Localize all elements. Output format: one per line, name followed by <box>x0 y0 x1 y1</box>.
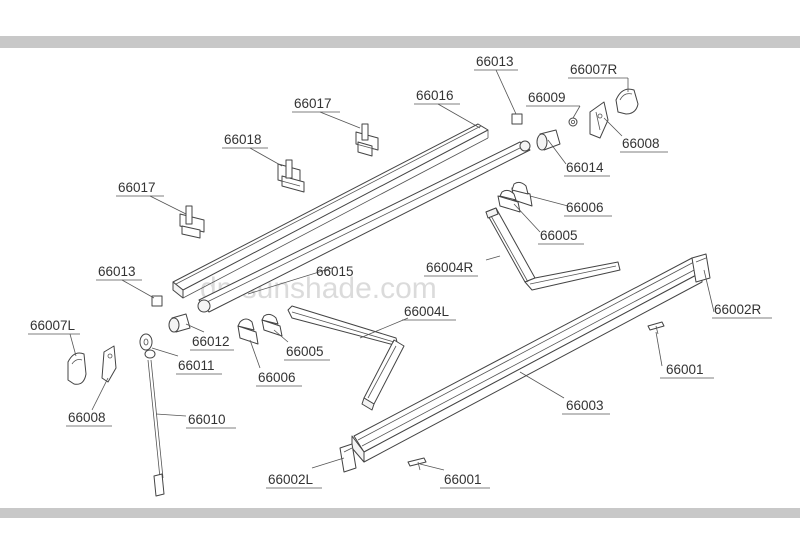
label-66015: 66015 <box>316 264 354 279</box>
part-66017-left-bracket <box>179 205 205 239</box>
label-66013-left: 66013 <box>98 264 136 279</box>
label-66002L: 66002L <box>268 472 314 487</box>
part-66005-mid-clamp <box>261 313 283 337</box>
label-66006-mid: 66006 <box>258 370 296 385</box>
part-66011-gear <box>139 333 156 359</box>
part-66013-left-cap <box>151 295 163 307</box>
part-66016-square-tube <box>172 123 489 299</box>
label-66012: 66012 <box>192 334 230 349</box>
label-66001-bottom: 66001 <box>444 472 482 487</box>
bottom-border-band <box>0 508 800 518</box>
label-66018: 66018 <box>224 132 262 147</box>
part-66007L-cap <box>67 352 87 385</box>
label-66007L: 66007L <box>30 318 76 333</box>
label-66004R: 66004R <box>426 260 474 275</box>
label-66004L: 66004L <box>404 304 450 319</box>
label-66017-left: 66017 <box>118 180 156 195</box>
part-66005-right-clamp <box>497 189 521 213</box>
part-66001-right-clip <box>647 321 665 335</box>
part-66018-bracket <box>277 159 305 193</box>
part-66002L-end-cap <box>339 443 357 473</box>
part-66003-front-profile <box>351 257 703 463</box>
label-66001-right: 66001 <box>666 362 704 377</box>
part-66004L-arm <box>287 305 405 411</box>
label-66008-left: 66008 <box>68 410 106 425</box>
part-66014-cylinder <box>536 129 561 151</box>
part-66010-crank-rod <box>147 359 165 497</box>
label-66007R: 66007R <box>570 62 618 77</box>
label-66014: 66014 <box>566 160 604 175</box>
part-66001-bottom-clip <box>407 457 427 471</box>
label-66005-mid: 66005 <box>286 344 324 359</box>
part-66007R-cap <box>615 88 639 115</box>
label-66003: 66003 <box>566 398 604 413</box>
part-66009-nut <box>568 117 578 127</box>
part-66008-left-bracket <box>101 345 117 383</box>
part-labels: 66013 66007R 66009 66008 66017 66016 660… <box>28 54 772 489</box>
part-66004R-arm <box>485 207 621 291</box>
label-66002R: 66002R <box>714 302 762 317</box>
top-border-band <box>0 36 800 48</box>
label-66013-top: 66013 <box>476 54 514 69</box>
part-66012-cylinder <box>168 313 191 333</box>
label-66017-top: 66017 <box>294 96 332 111</box>
part-66008-right-bracket <box>589 101 609 139</box>
label-66005-right: 66005 <box>540 228 578 243</box>
label-66009: 66009 <box>528 90 566 105</box>
label-66008-right: 66008 <box>622 136 660 151</box>
part-66017-top-bracket <box>355 123 379 157</box>
part-66013-top-cap <box>511 113 523 125</box>
leader-lines <box>69 69 715 471</box>
label-66010: 66010 <box>188 412 226 427</box>
label-66011: 66011 <box>178 358 215 373</box>
label-66016: 66016 <box>416 88 454 103</box>
part-66006-mid-clamp <box>237 318 259 345</box>
label-66006-right: 66006 <box>566 200 604 215</box>
part-66015-round-tube <box>197 140 531 313</box>
